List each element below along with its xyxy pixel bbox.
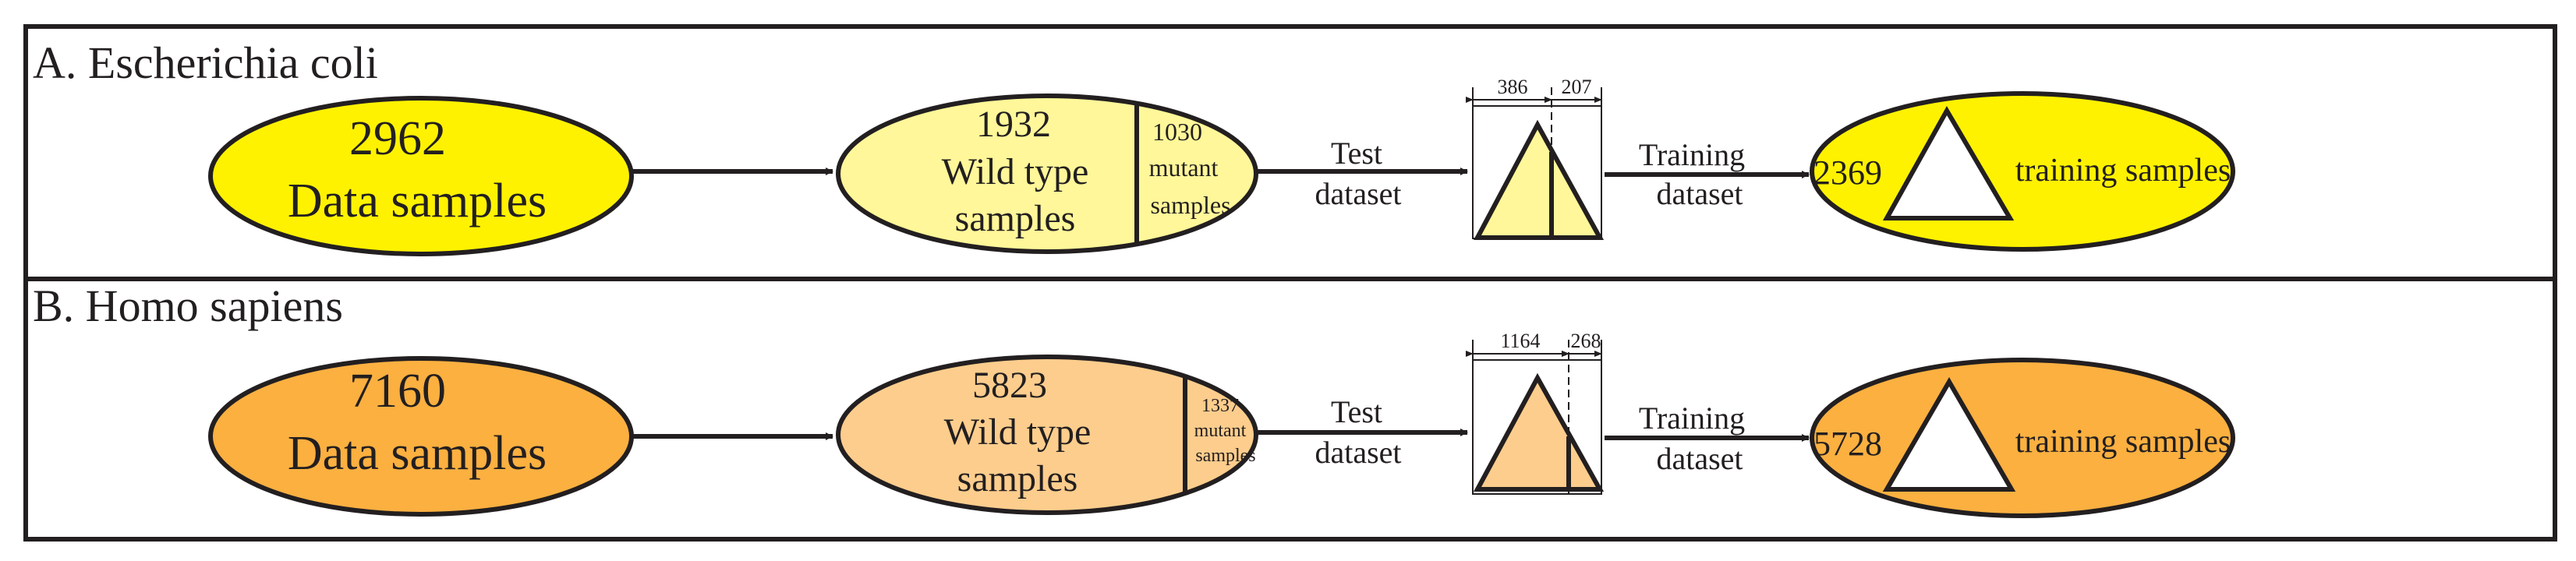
split-right-count: 207 [1562,76,1592,98]
training-count: 2369 [1813,153,1882,192]
training-label: training samples [2015,424,2231,460]
panel-ecoli: A. Escherichia coli 2962 Data samples 19… [33,37,2235,256]
test-split-triangle [1473,372,1605,492]
train-label-1: Training [1639,400,1745,436]
wild-type-label-1: Wild type [942,151,1089,192]
total-count: 2962 [349,112,446,165]
train-label-1: Training [1639,137,1745,172]
total-samples-ellipse [208,96,634,256]
training-count: 5728 [1813,425,1882,463]
training-samples-node: 5728 training samples [1810,358,2235,518]
total-samples-node: 2962 Data samples [208,96,634,256]
mutant-label-1: mutant [1149,153,1219,182]
test-split-box [1472,359,1602,495]
wild-type-label-1: Wild type [944,411,1092,453]
class-split-node: 1932 Wild type samples 1030 mutant sampl… [836,94,1258,254]
mutant-label-2: samples [1195,446,1255,466]
split-right-count: 268 [1571,330,1601,352]
panel-title: A. Escherichia coli [33,37,378,88]
wild-type-label-2: samples [957,458,1078,499]
mutant-count: 1337 [1201,396,1239,416]
total-count: 7160 [349,365,446,418]
train-label-2: dataset [1656,176,1743,211]
outer-frame [23,24,2557,542]
test-label-2: dataset [1315,435,1401,470]
panel-title: B. Homo sapiens [33,280,343,331]
training-triangle [1882,105,2015,221]
split-left-count: 386 [1498,76,1528,98]
total-label: Data samples [288,427,547,480]
training-label: training samples [2015,153,2231,189]
test-split-node: 1164 268 [1466,330,1605,495]
total-samples-ellipse [208,356,634,517]
test-split-triangle [1474,119,1605,240]
test-label-1: Test [1331,136,1382,171]
split-left-count: 1164 [1500,330,1540,352]
total-label: Data samples [288,175,547,228]
test-label-2: dataset [1315,176,1401,211]
wild-type-count: 5823 [972,365,1047,406]
mutant-label-1: mutant [1194,421,1247,441]
class-split-node: 5823 Wild type samples 1337 mutant sampl… [836,355,1258,515]
training-samples-node: 2369 training samples [1810,91,2235,252]
test-label-1: Test [1331,394,1382,429]
mutant-label-2: samples [1150,191,1230,219]
wild-type-count: 1932 [976,104,1051,145]
test-split-node: 386 207 [1466,76,1605,240]
total-samples-node: 7160 Data samples [208,356,634,517]
mutant-count: 1030 [1152,118,1202,146]
training-triangle [1882,377,2016,492]
wild-type-label-2: samples [955,198,1076,239]
panel-human: B. Homo sapiens 7160 Data samples 5823 W… [33,280,2235,518]
train-label-2: dataset [1656,441,1743,476]
